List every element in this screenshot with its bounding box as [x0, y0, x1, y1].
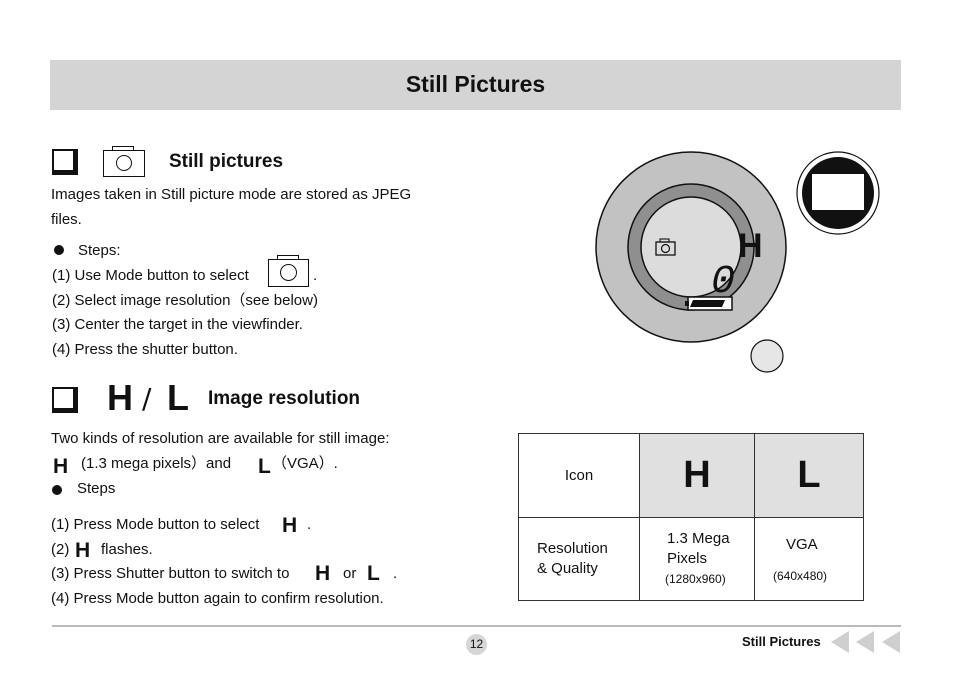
- res-step-4: (4) Press Mode button again to confirm r…: [51, 590, 384, 607]
- intro-line-2: files.: [51, 211, 82, 228]
- steps-label: Steps:: [78, 242, 121, 259]
- h-icon: H: [282, 514, 298, 537]
- step-1: (1) Use Mode button to select: [52, 267, 249, 284]
- title-banner: Still Pictures: [50, 60, 901, 110]
- l-header-cell: L: [754, 433, 864, 518]
- res-step-1: (1) Press Mode button to select: [51, 516, 260, 533]
- camera-icon: [103, 146, 145, 177]
- checkbox-icon: [52, 149, 78, 175]
- lcd-mode-letter: H: [738, 227, 763, 265]
- lcd-camera-icon: [655, 238, 676, 256]
- option-h-text: (1.3 mega pixels）and: [81, 455, 232, 472]
- h-icon: H: [315, 562, 331, 585]
- step-2: (2) Select image resolution（see below): [52, 292, 318, 309]
- icon-row-label: Icon: [518, 433, 640, 518]
- intro-line-1: Images taken in Still picture mode are s…: [51, 186, 412, 203]
- page-title: Still Pictures: [405, 71, 546, 97]
- h-value-line-2: Pixels: [667, 550, 708, 567]
- slash-divider: /: [142, 382, 152, 415]
- res-step-3-end: .: [393, 565, 398, 582]
- row-label-line-1: Resolution: [537, 540, 608, 557]
- checkbox-icon: [52, 387, 78, 413]
- h-header-cell: H: [639, 433, 755, 518]
- footer-divider: [52, 625, 901, 627]
- l-resolution-cell: VGA (640x480): [754, 517, 864, 601]
- image-resolution-heading: Image resolution: [208, 388, 361, 409]
- row-label-line-2: & Quality: [537, 560, 598, 577]
- page-number: 12: [466, 634, 487, 655]
- step-3: (3) Center the target in the viewfinder.: [52, 316, 303, 333]
- res-step-3: (3) Press Shutter button to switch to: [51, 565, 290, 582]
- bullet-icon: [52, 485, 62, 495]
- icon-row-label-text: Icon: [564, 467, 594, 484]
- h-icon: H: [75, 539, 91, 562]
- h-resolution-cell: 1.3 Mega Pixels (1280x960): [639, 517, 755, 601]
- h-resolution-icon: H: [107, 377, 133, 418]
- h-table-icon: H: [683, 454, 711, 496]
- resolution-table: Icon H L Resolution & Quality 1.3 Mega P…: [518, 433, 864, 601]
- h-icon: H: [53, 455, 69, 478]
- or-label: or: [343, 565, 357, 582]
- camera-lcd-illustration: H 0: [595, 151, 880, 373]
- still-pictures-heading: Still pictures: [169, 151, 284, 172]
- table-row: Resolution & Quality 1.3 Mega Pixels (12…: [518, 517, 864, 601]
- step-4: (4) Press the shutter button.: [52, 341, 238, 358]
- resolution-intro: Two kinds of resolution are available fo…: [51, 430, 390, 447]
- dial-knob: [750, 339, 784, 373]
- step-1-end: .: [313, 267, 318, 284]
- steps-label-2: Steps: [77, 480, 116, 497]
- back-arrow-icon: [856, 631, 874, 653]
- battery-icon: [685, 296, 733, 311]
- res-step-2: (2): [51, 541, 70, 558]
- l-resolution-icon: L: [167, 377, 189, 418]
- l-dimensions: (640x480): [773, 568, 828, 583]
- l-icon: L: [367, 562, 380, 585]
- back-arrow-icon: [831, 631, 849, 653]
- h-value-line-1: 1.3 Mega: [667, 530, 730, 547]
- h-dimensions: (1280x960): [665, 572, 726, 586]
- res-step-2-end: flashes.: [101, 541, 153, 558]
- camera-icon: [268, 255, 309, 287]
- res-step-1-end: .: [307, 516, 312, 533]
- bullet-icon: [54, 245, 64, 255]
- l-value: VGA: [786, 535, 818, 553]
- viewfinder-window: [812, 174, 864, 210]
- resolution-row-label: Resolution & Quality: [518, 517, 640, 601]
- l-icon: L: [258, 455, 271, 478]
- footer-title: Still Pictures: [742, 634, 821, 649]
- back-arrow-icon: [882, 631, 900, 653]
- l-table-icon: L: [797, 454, 821, 496]
- option-l-text: （VGA）.: [272, 455, 338, 472]
- table-row: Icon H L: [518, 433, 864, 518]
